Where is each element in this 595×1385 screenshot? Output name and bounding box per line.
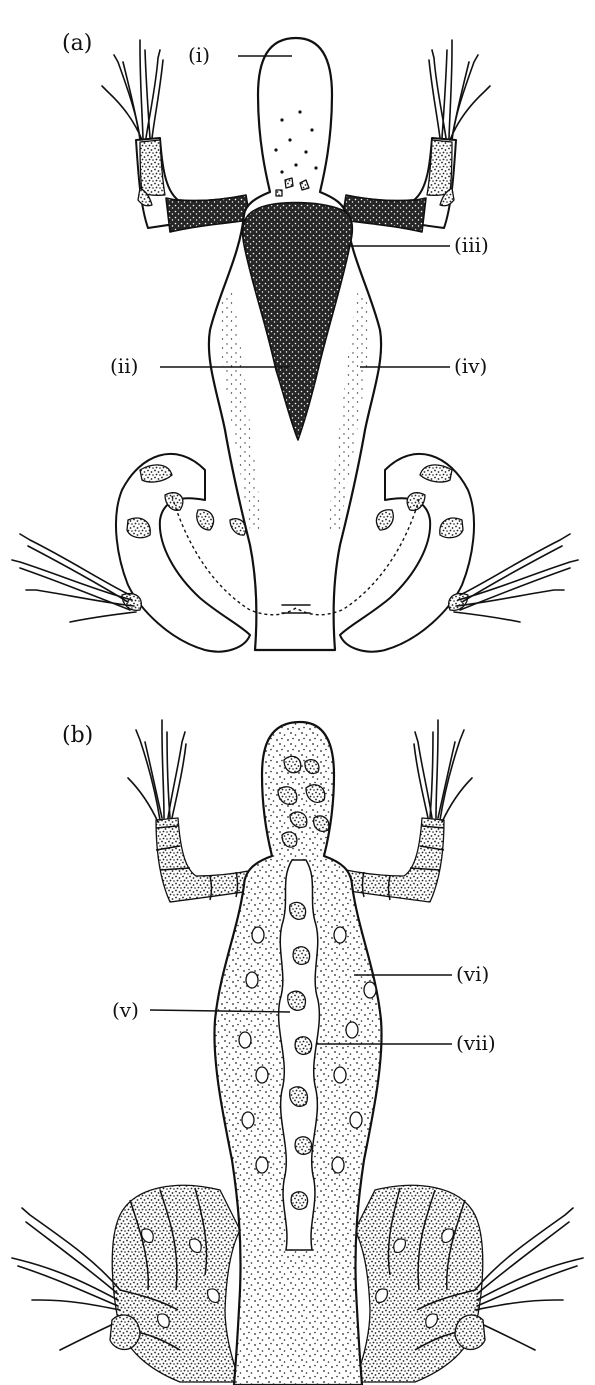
label-iv: (iv)	[454, 354, 487, 378]
label-ii: (ii)	[110, 354, 138, 378]
right-hindlimb-a	[340, 454, 578, 652]
panel-a: (a)	[12, 31, 578, 652]
label-vii: (vii)	[456, 1031, 496, 1055]
label-i: (i)	[188, 43, 210, 67]
frog-body-b	[214, 722, 381, 1385]
label-iii: (iii)	[454, 233, 489, 257]
right-hindlimb-b	[355, 1185, 583, 1382]
right-forelimb-a	[342, 40, 490, 232]
frog-body-a	[172, 38, 420, 650]
panel-a-label: (a)	[62, 31, 92, 56]
label-vi: (vi)	[456, 962, 489, 986]
left-hindlimb-a	[12, 454, 250, 652]
label-v: (v)	[112, 998, 139, 1022]
panel-b-label: (b)	[62, 723, 93, 748]
left-hindlimb-b	[12, 1185, 240, 1382]
panel-b: (b)	[12, 720, 583, 1385]
left-forelimb-a	[102, 40, 250, 232]
